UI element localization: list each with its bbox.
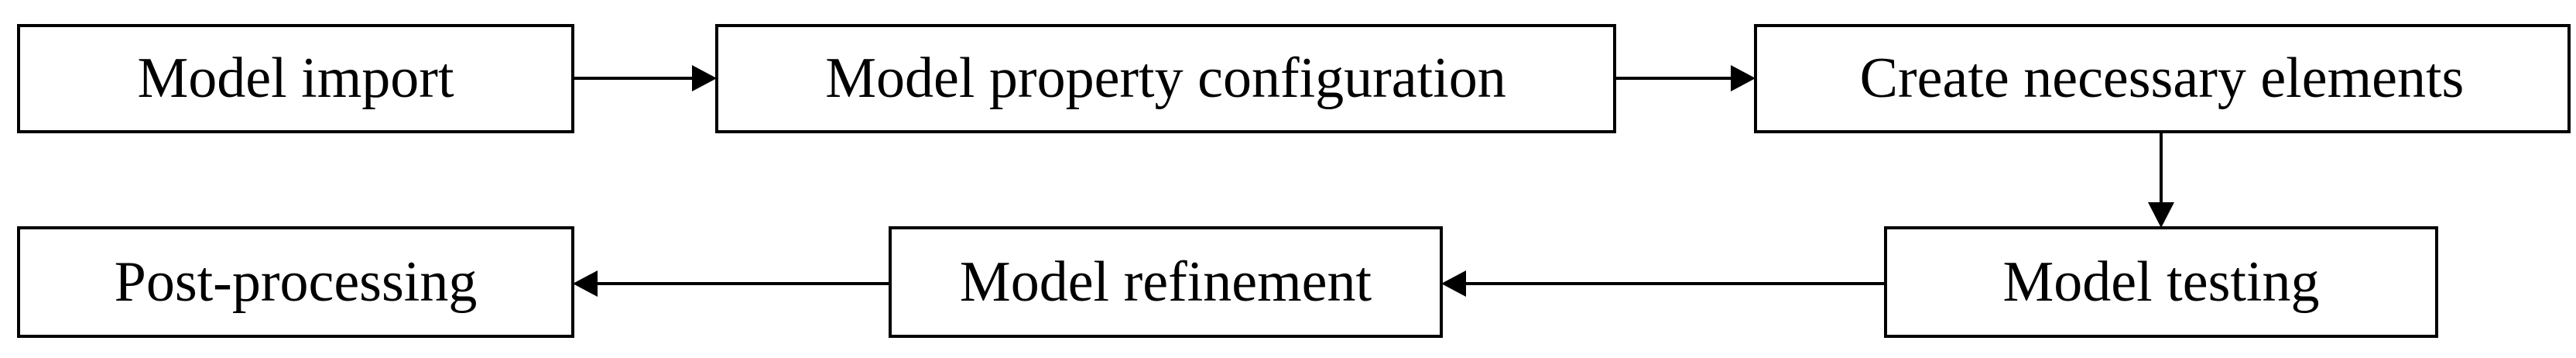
arrowhead-right (692, 65, 717, 91)
node-label: Post-processing (115, 250, 478, 314)
edges (573, 65, 2174, 297)
node-model-import: Model import (17, 24, 574, 133)
node-model-refinement: Model refinement (889, 226, 1443, 338)
arrowhead-right (1731, 65, 1756, 91)
node-box (1884, 226, 2438, 338)
arrowhead-down (2148, 202, 2174, 228)
node-model-property-configuration: Model property configuration (715, 24, 1616, 133)
node-label: Model refinement (960, 250, 1372, 314)
node-post-processing: Post-processing (17, 226, 574, 338)
arrowhead-left (1441, 270, 1466, 297)
node-label: Model import (137, 46, 454, 110)
node-box (889, 226, 1443, 338)
node-model-testing: Model testing (1884, 226, 2438, 338)
node-box (17, 24, 574, 133)
node-create-necessary-elements: Create necessary elements (1754, 24, 2571, 133)
arrowhead-left (573, 270, 598, 297)
node-label: Model property configuration (825, 46, 1506, 110)
node-label: Model testing (2002, 250, 2319, 314)
node-label: Create necessary elements (1860, 46, 2465, 110)
node-box (1754, 24, 2571, 133)
node-box (715, 24, 1616, 133)
node-box (17, 226, 574, 338)
